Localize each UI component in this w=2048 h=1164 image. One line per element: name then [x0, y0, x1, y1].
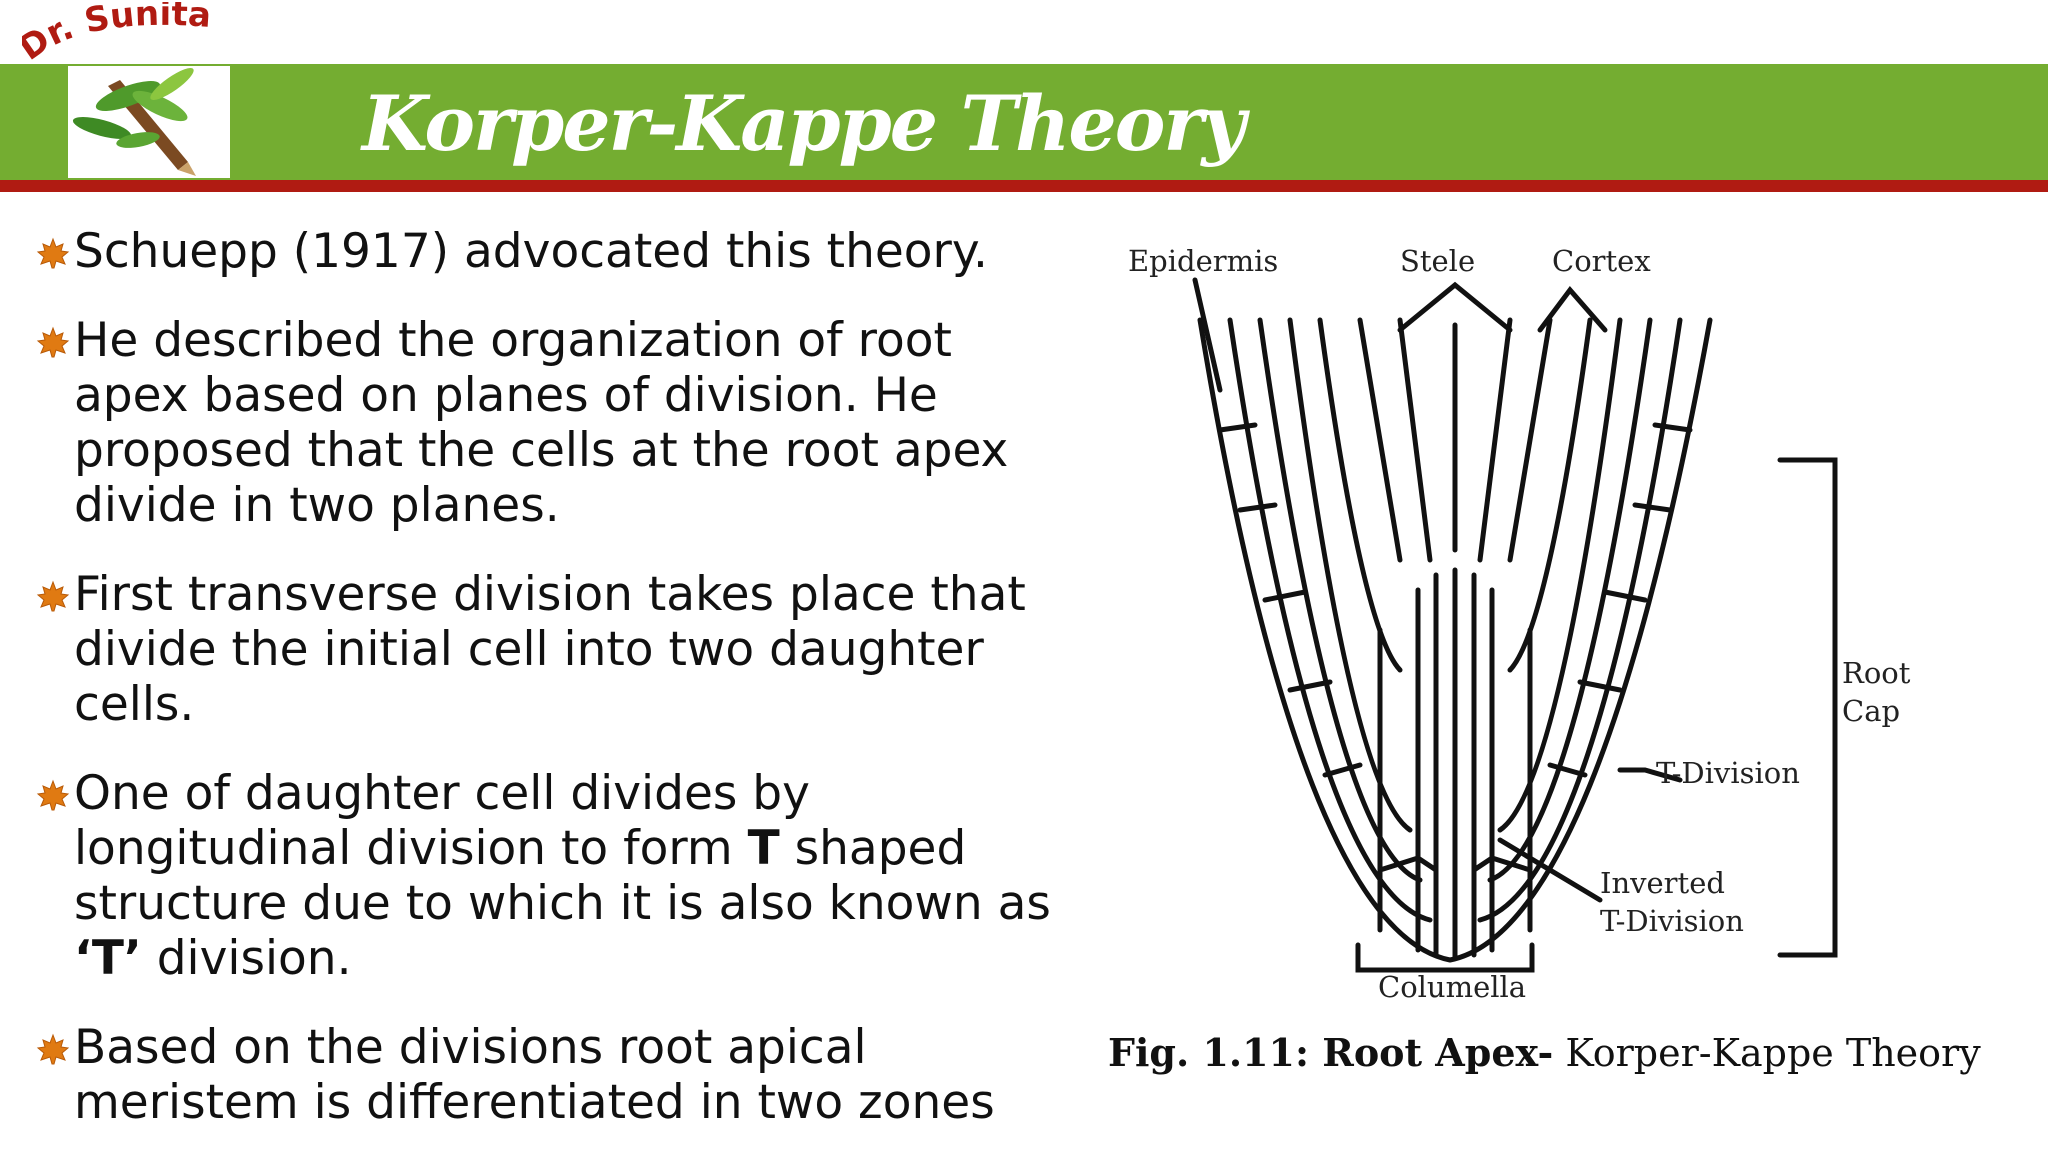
- bullet-bold-quoted-t: ‘T’: [74, 931, 142, 986]
- figure-caption-rest: Korper-Kappe Theory: [1553, 1031, 1981, 1075]
- label-inverted: Inverted: [1600, 866, 1725, 900]
- bullet-text-part: One of daughter cell divides by longitud…: [74, 766, 810, 876]
- list-item: Schuepp (1917) advocated this theory.: [36, 224, 1076, 279]
- list-item: First transverse division takes place th…: [36, 567, 1076, 732]
- page-title: Korper-Kappe Theory: [362, 79, 1246, 168]
- pencil-leaves-logo: [68, 66, 230, 178]
- brand-text: Dr. Sunita: [22, 2, 212, 69]
- list-item: He described the organization of root ap…: [36, 313, 1076, 533]
- brand-signature: Dr. Sunita: [22, 2, 212, 69]
- figure-caption: Fig. 1.11: Root Apex- Korper-Kappe Theor…: [1108, 1030, 1981, 1075]
- header-bar: [0, 64, 2048, 180]
- maple-leaf-icon: [36, 779, 70, 811]
- label-t-division: T-Division: [1656, 756, 1800, 790]
- maple-leaf-icon: [36, 580, 70, 612]
- bullet-text: First transverse division takes place th…: [74, 567, 1026, 732]
- label-inverted-t-division: T-Division: [1600, 904, 1744, 938]
- label-root: Root: [1842, 656, 1911, 690]
- bullet-text: He described the organization of root ap…: [74, 313, 1009, 533]
- label-cap: Cap: [1842, 694, 1901, 728]
- root-outline: [1197, 317, 1713, 963]
- bullet-list: Schuepp (1917) advocated this theory. He…: [36, 224, 1076, 1164]
- figure-caption-bold: Fig. 1.11: Root Apex-: [1108, 1030, 1554, 1075]
- label-stele: Stele: [1400, 244, 1476, 278]
- columella-bracket: [1355, 942, 1535, 973]
- bullet-text: Based on the divisions root apical meris…: [74, 1020, 995, 1130]
- bullet-text-part: shaped structure due to which it is also…: [74, 821, 1051, 931]
- label-cortex: Cortex: [1552, 244, 1651, 278]
- root-apex-diagram: [1192, 277, 1838, 973]
- header-underline: [0, 180, 2048, 192]
- maple-leaf-icon: [36, 326, 70, 358]
- list-item: One of daughter cell divides by longitud…: [36, 766, 1076, 986]
- maple-leaf-icon: [36, 237, 70, 269]
- root-cap-bracket: [1777, 457, 1838, 958]
- bullet-text: One of daughter cell divides by longitud…: [74, 766, 1051, 986]
- maple-leaf-icon: [36, 1033, 70, 1065]
- bullet-bold-t: T: [747, 821, 780, 876]
- label-columella: Columella: [1378, 970, 1527, 1004]
- bullet-text: Schuepp (1917) advocated this theory.: [74, 224, 988, 279]
- list-item: Based on the divisions root apical meris…: [36, 1020, 1076, 1130]
- label-epidermis: Epidermis: [1128, 244, 1279, 278]
- svg-text:Dr. Sunita: Dr. Sunita: [22, 2, 212, 69]
- bullet-text-part: division.: [141, 931, 352, 986]
